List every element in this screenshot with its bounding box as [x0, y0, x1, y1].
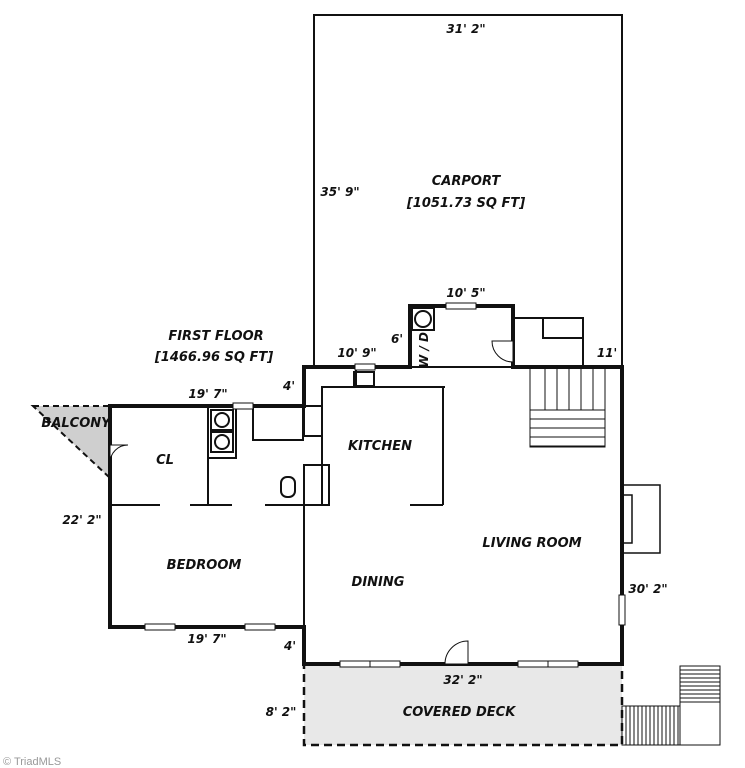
interior-walls [110, 307, 584, 627]
dim-living-side: 30' 2" [628, 582, 667, 596]
exterior-stairs [621, 665, 721, 746]
dim-step-bottom: 4' [283, 639, 296, 653]
windows [144, 302, 626, 668]
doors [109, 340, 514, 665]
fireplace [621, 484, 661, 554]
living-room-label: LIVING ROOM [482, 536, 581, 551]
covered-deck-label: COVERED DECK [403, 705, 516, 720]
dim-step-top: 4' [282, 379, 295, 393]
carport-area: [1051.73 SQ FT] [406, 196, 525, 211]
dim-kitchen-top: 10' 9" [337, 346, 376, 360]
watermark: © TriadMLS [3, 756, 61, 768]
balcony-label: BALCONY [41, 416, 112, 431]
kitchen-label: KITCHEN [348, 439, 412, 454]
closet-label: CL [156, 453, 174, 468]
carport-depth-dim: 35' 9" [320, 185, 359, 199]
dim-bedroom-bottom: 19' 7" [187, 632, 226, 646]
dim-bedroom-side: 22' 2" [62, 513, 101, 527]
bedroom-label: BEDROOM [167, 558, 242, 573]
carport-width-dim: 31' 2" [446, 22, 485, 36]
first-floor-title: FIRST FLOOR [168, 329, 263, 344]
first-floor-area: [1466.96 SQ FT] [154, 350, 273, 365]
dining-label: DINING [352, 575, 405, 590]
dim-bedroom-top: 19' 7" [188, 387, 227, 401]
dim-house-bottom: 32' 2" [443, 673, 482, 687]
dim-laundry-width: 10' 5" [446, 286, 485, 300]
dim-deck-depth: 8' 2" [266, 705, 297, 719]
dim-stair-side: 11' [597, 346, 617, 360]
carport-title: CARPORT [432, 174, 502, 189]
dim-laundry-depth: 6' [391, 332, 403, 346]
carport-outline [313, 14, 623, 368]
laundry-label: W / D [417, 332, 431, 368]
interior-stairs [529, 366, 606, 448]
covered-deck-area [302, 662, 624, 747]
